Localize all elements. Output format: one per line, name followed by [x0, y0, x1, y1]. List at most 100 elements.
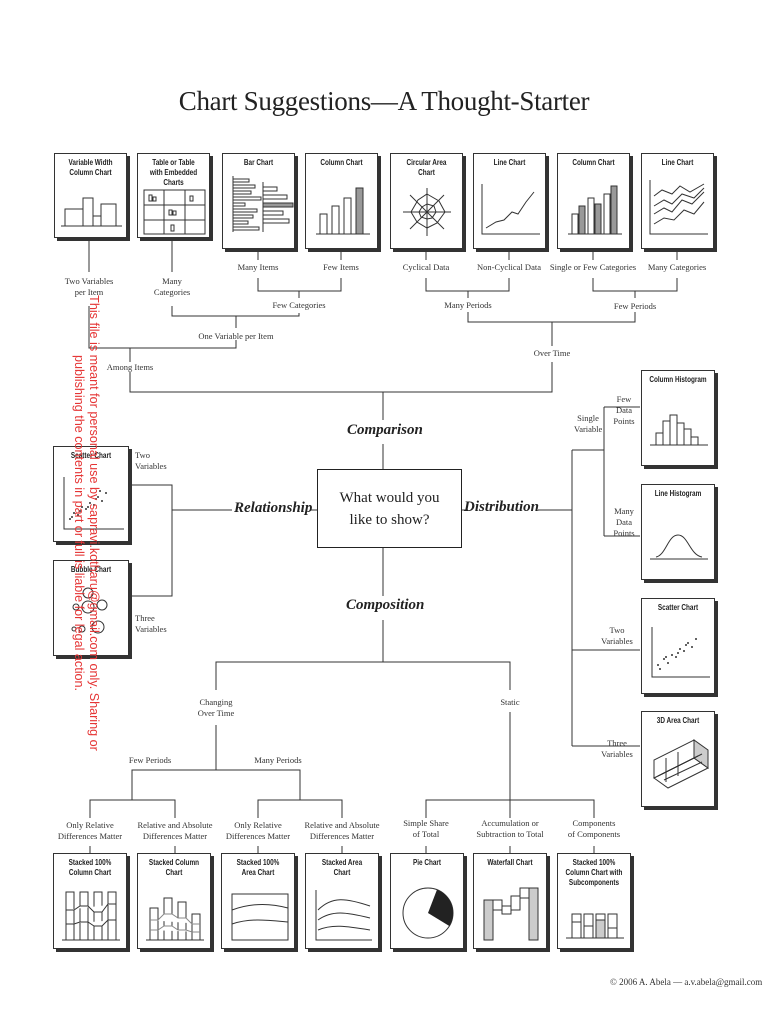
distribution-heading: Distribution [464, 499, 540, 515]
stacked-area-icon [315, 890, 372, 941]
scatter-icon [63, 477, 124, 530]
label-few-categories: Few Categories [272, 300, 326, 310]
label-few-items: Few Items [323, 262, 359, 272]
label-relationship-three-variables: Three Variables [135, 613, 167, 634]
label-few-periods: Few Periods [613, 301, 657, 311]
bubble-icon [71, 587, 108, 634]
line-chart-box-1: Line Chart [473, 153, 546, 249]
stacked-100-column-icon [62, 891, 120, 941]
label-accumulation: Accumulation or Subtraction to Total [476, 818, 544, 839]
label-single-or-few-categories: Single or Few Categories [549, 262, 637, 272]
variable-width-column-chart-box: Variable Width Column Chart [54, 153, 127, 238]
variable-width-column-icon [61, 197, 122, 227]
stacked-100-area-chart-box: Stacked 100% Area Chart [221, 853, 295, 949]
label-relative-absolute-1: Relative and Absolute Differences Matter [137, 820, 213, 841]
chart-title: Stacked Area Chart [321, 858, 363, 877]
label-many-periods-composition: Many Periods [254, 755, 302, 765]
page-title: Chart Suggestions—A Thought-Starter [178, 86, 590, 116]
label-among-items: Among Items [106, 362, 154, 372]
scatter-icon [651, 627, 710, 678]
column-chart-box-1: Column Chart [305, 153, 378, 249]
label-over-time: Over Time [533, 348, 571, 358]
center-question-box: What would you like to show? [317, 469, 462, 548]
table-embedded-charts-box: Table or Table with Embedded Charts [137, 153, 210, 238]
line-histogram-icon [650, 534, 708, 560]
label-many-categories: Many Categories [153, 276, 191, 297]
chart-title: Variable Width Column Chart [68, 158, 113, 177]
label-distribution-two-variables: Two Variables [601, 625, 633, 646]
column-histogram-icon [650, 414, 708, 446]
column-chart-icon [568, 185, 622, 235]
chart-title: Line Chart [493, 158, 526, 167]
label-simple-share: Simple Share of Total [403, 818, 449, 839]
chart-title: Column Chart [320, 158, 363, 167]
chart-title: Line Histogram [654, 489, 702, 498]
chart-title: Stacked 100% Column Chart [68, 858, 112, 877]
chart-title: Circular Area Chart [406, 158, 447, 177]
chart-title: Line Chart [661, 158, 694, 167]
label-one-variable-per-item: One Variable per Item [198, 331, 274, 341]
table-icon [143, 189, 206, 235]
stacked-area-chart-box: Stacked Area Chart [305, 853, 379, 949]
waterfall-icon [483, 887, 539, 941]
label-distribution-three-variables: Three Variables [601, 738, 633, 759]
composition-heading: Composition [346, 597, 425, 613]
column-chart-box-2: Column Chart [557, 153, 630, 249]
label-static: Static [500, 697, 520, 707]
pie-chart-box: Pie Chart [390, 853, 464, 949]
stacked-column-icon [146, 897, 204, 941]
label-single-variable: Single Variable [574, 413, 603, 434]
line-histogram-box: Line Histogram [641, 484, 715, 580]
label-many-categories-line: Many Categories [647, 262, 707, 272]
bar-chart-box: Bar Chart [222, 153, 295, 249]
label-cyclical-data: Cyclical Data [402, 262, 450, 272]
scatter-chart-box-left: Scatter Chart [53, 446, 129, 542]
bubble-chart-box: Bubble Chart [53, 560, 129, 656]
stacked-100-area-icon [231, 893, 289, 941]
label-few-periods-composition: Few Periods [128, 755, 172, 765]
circular-area-chart-box: Circular Area Chart [390, 153, 463, 249]
line-chart-icon [481, 184, 540, 235]
3d-area-icon [653, 739, 709, 789]
label-many-items: Many Items [237, 262, 279, 272]
label-only-relative-1: Only Relative Differences Matter [57, 820, 123, 841]
bar-chart-icon [232, 176, 294, 232]
label-components: Components of Components [567, 818, 621, 839]
stacked-subcomponents-icon [566, 913, 624, 939]
chart-title: Scatter Chart [70, 451, 112, 460]
watermark: This file is meant for personal use by s… [72, 295, 101, 751]
waterfall-chart-box: Waterfall Chart [473, 853, 547, 949]
comparison-heading: Comparison [347, 422, 423, 438]
pie-chart-icon [402, 887, 454, 939]
copyright: © 2006 A. Abela — a.v.abela@gmail.com [610, 977, 763, 987]
chart-title: Bubble Chart [70, 565, 112, 574]
relationship-heading: Relationship [234, 500, 313, 516]
chart-title: Pie Chart [412, 858, 442, 867]
chart-title: Column Histogram [649, 375, 707, 384]
column-chart-icon [316, 187, 370, 235]
chart-title: Bar Chart [243, 158, 274, 167]
stacked-100-column-chart-box: Stacked 100% Column Chart [53, 853, 127, 949]
label-non-cyclical-data: Non-Cyclical Data [477, 262, 541, 272]
label-two-variables-per-item: Two Variables per Item [64, 276, 114, 297]
chart-title: Waterfall Chart [487, 858, 533, 867]
label-many-data-points: Many Data Points [613, 506, 635, 538]
stacked-column-chart-box: Stacked Column Chart [137, 853, 211, 949]
label-only-relative-2: Only Relative Differences Matter [225, 820, 291, 841]
label-relationship-two-variables: Two Variables [135, 450, 167, 471]
chart-title: 3D Area Chart [656, 716, 700, 725]
chart-title: Stacked 100% Column Chart with Subcompon… [565, 858, 623, 887]
scatter-chart-box-right: Scatter Chart [641, 598, 715, 694]
chart-title: Stacked Column Chart [148, 858, 200, 877]
multi-line-chart-icon [649, 180, 708, 235]
column-histogram-box: Column Histogram [641, 370, 715, 466]
chart-title: Column Chart [572, 158, 615, 167]
chart-title: Scatter Chart [657, 603, 699, 612]
label-relative-absolute-2: Relative and Absolute Differences Matter [304, 820, 380, 841]
chart-title: Stacked 100% Area Chart [236, 858, 280, 877]
stacked-100-column-subcomponents-box: Stacked 100% Column Chart with Subcompon… [557, 853, 631, 949]
label-few-data-points: Few Data Points [613, 394, 635, 426]
chart-title: Table or Table with Embedded Charts [149, 158, 198, 187]
label-many-periods: Many Periods [444, 300, 492, 310]
